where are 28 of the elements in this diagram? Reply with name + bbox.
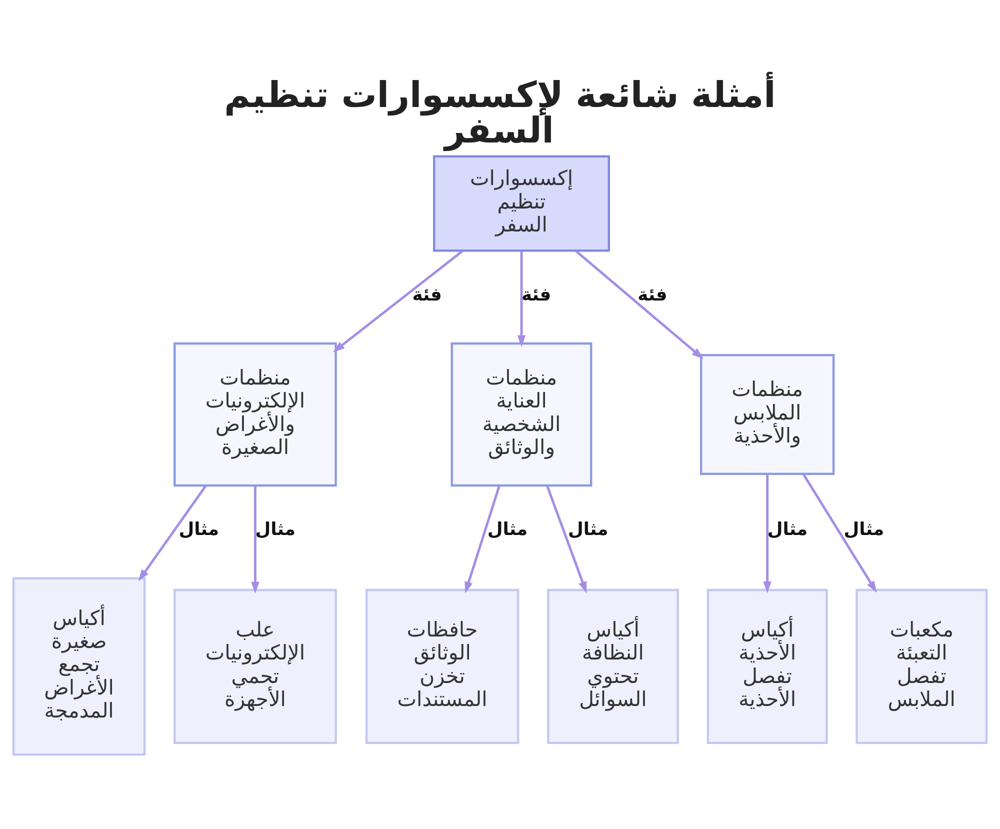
node-box: منظمات الملابس والأحذية — [700, 354, 835, 475]
arrow — [138, 485, 207, 582]
edge-label: مثال — [767, 520, 808, 540]
edge-label: مثال — [255, 520, 296, 540]
arrow — [575, 250, 704, 360]
edge-label: مثال — [487, 520, 528, 540]
edge-label: مثال — [178, 520, 220, 540]
arrow — [251, 486, 260, 594]
edge-label: مثال — [844, 520, 884, 540]
arrow — [763, 474, 772, 594]
node-box: أكياس الأحذية تفصل الأحذية — [706, 588, 828, 744]
edge-label: فئة — [412, 285, 442, 306]
edge-label: فئة — [638, 285, 668, 306]
node-box: منظمات العناية الشخصية والوثائق — [450, 342, 592, 487]
node-box: أكياس صغيرة تجمع الأغراض المدمجة — [12, 577, 146, 756]
edge-label: مثال — [568, 520, 608, 540]
arrow — [517, 251, 526, 348]
arrow — [802, 474, 877, 593]
node-box: مكعبات التعبئة تفصل الملابس — [856, 588, 988, 744]
node-box: علب الإلكترونيات تحمي الأجهزة — [174, 588, 337, 744]
arrow — [464, 486, 500, 594]
node-box: حافظات الوثائق تخزن المستندات — [365, 588, 520, 744]
arrow — [546, 486, 587, 594]
node-box: إكسسوارات تنظيم السفر — [433, 155, 610, 252]
arrow — [332, 250, 464, 352]
edge-label: فئة — [522, 285, 552, 306]
node-box: أكياس النظافة تحتوي السوائل — [547, 588, 679, 744]
node-box: منظمات الإلكترونيات والأغراض الصغيرة — [174, 342, 337, 487]
